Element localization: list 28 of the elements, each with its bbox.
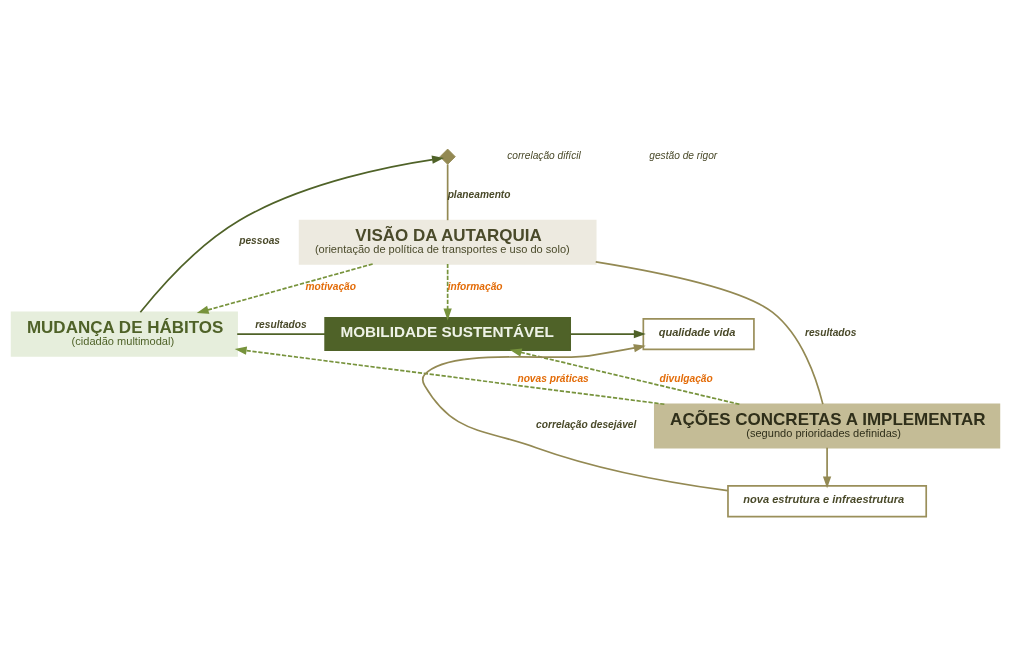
arrow — [139, 155, 444, 313]
edge-label: novas práticas — [517, 372, 589, 384]
node-box: MUDANÇA DE HÁBITOS (cidadão multimodal) — [10, 311, 238, 357]
node-box: MOBILIDADE SUSTENTÁVEL — [324, 316, 571, 351]
arrow — [569, 329, 646, 338]
arrow — [234, 346, 666, 405]
label: correlação difícil — [507, 149, 581, 160]
node-diamond — [439, 148, 456, 165]
connector — [446, 163, 449, 221]
arrow — [443, 262, 452, 320]
connector — [594, 260, 824, 405]
connector — [236, 332, 326, 335]
arrow — [421, 343, 729, 491]
edge-label: resultados — [255, 318, 307, 330]
node-box: qualidade vida — [642, 317, 755, 350]
label: gestão de rigor — [649, 149, 718, 160]
arrow — [509, 347, 741, 405]
edge-label: correlação desejável — [536, 418, 637, 430]
node-box: nova estrutura e infraestrutura — [727, 484, 928, 517]
node-box: AÇÕES CONCRETAS A IMPLEMENTAR (segundo prioridades definidas) — [653, 402, 1001, 449]
edge-label: informação — [447, 280, 503, 292]
edge-label: pessoas — [239, 234, 280, 246]
edge-label: resultados — [804, 326, 857, 338]
node-box: VISÃO DA AUTARQUIA (orientação de política de transportes e uso do solo) — [298, 219, 597, 265]
edge-label: divulgação — [659, 372, 713, 384]
edge-label: motivação — [305, 280, 356, 292]
arrow — [822, 446, 832, 488]
arrow — [196, 262, 374, 314]
